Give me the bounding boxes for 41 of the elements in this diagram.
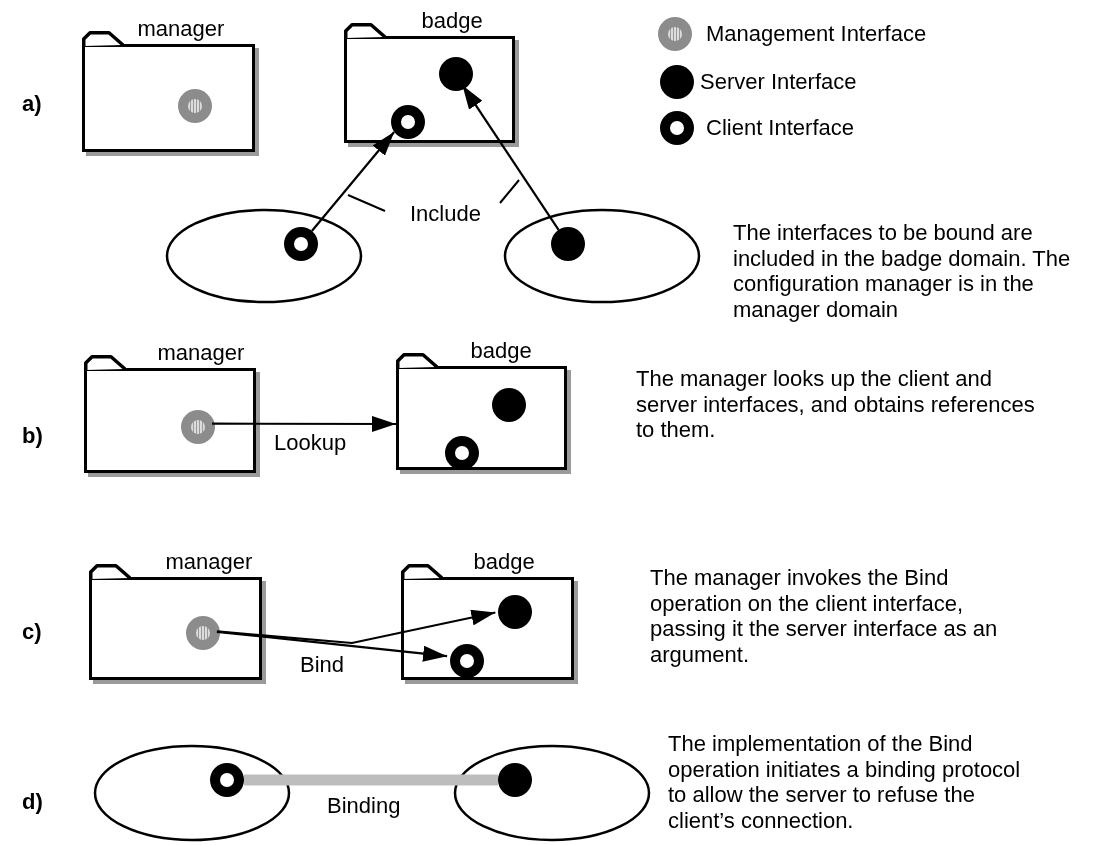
panel-letter: a) [22, 92, 42, 116]
domain-name: manager [137, 18, 225, 40]
server-interface-circle [492, 388, 526, 422]
description-text: The interfaces to be bound are included in the badge domain. The configuration manager is in the manager domain [733, 220, 1072, 322]
arrow [311, 131, 395, 232]
arrow [212, 415, 396, 432]
server-interface-circle [498, 763, 532, 797]
client-interface-circle [450, 644, 484, 678]
panel-letter: b) [22, 424, 43, 448]
domain-name: badge [421, 10, 483, 32]
arrow [461, 84, 560, 231]
edge-label: Binding [325, 794, 403, 818]
domain-ellipse [93, 744, 291, 842]
domain-name: manager [157, 342, 245, 364]
domain-name: badge [473, 551, 535, 573]
client-interface-circle [284, 227, 318, 261]
panel-letter: c) [22, 620, 42, 644]
client-interface-circle [445, 436, 479, 470]
panel-letter: d) [22, 790, 43, 814]
management-interface-circle [178, 89, 212, 123]
management-interface-circle [186, 616, 220, 650]
client-interface-circle [210, 763, 244, 797]
server-interface-circle [551, 227, 585, 261]
description-text: The manager invokes the Bind operation on the client interface, passing it the server interface as an argument. [650, 565, 999, 667]
description-text: The implementation of the Bind operation initiates a binding protocol to allow the server to refuse the client’s connection. [668, 731, 1022, 833]
legend-label: Management Interface [706, 21, 927, 47]
domain-ellipse [453, 744, 651, 842]
domain-ellipse [503, 208, 701, 304]
domain-name: manager [165, 551, 253, 573]
client-interface-circle [391, 105, 425, 139]
management-interface-circle [181, 410, 215, 444]
binding-line [244, 774, 498, 786]
server-interface-circle [498, 595, 532, 629]
domain-ellipse [165, 208, 363, 304]
legend-label: Server Interface [700, 69, 857, 95]
domain-name: badge [470, 340, 532, 362]
arrow [216, 609, 496, 645]
server-interface-circle [439, 57, 473, 91]
edge-label: Lookup [272, 431, 349, 455]
legend-label: Client Interface [706, 115, 854, 141]
description-text: The manager looks up the client and server interfaces, and obtains references to them. [636, 366, 1036, 443]
